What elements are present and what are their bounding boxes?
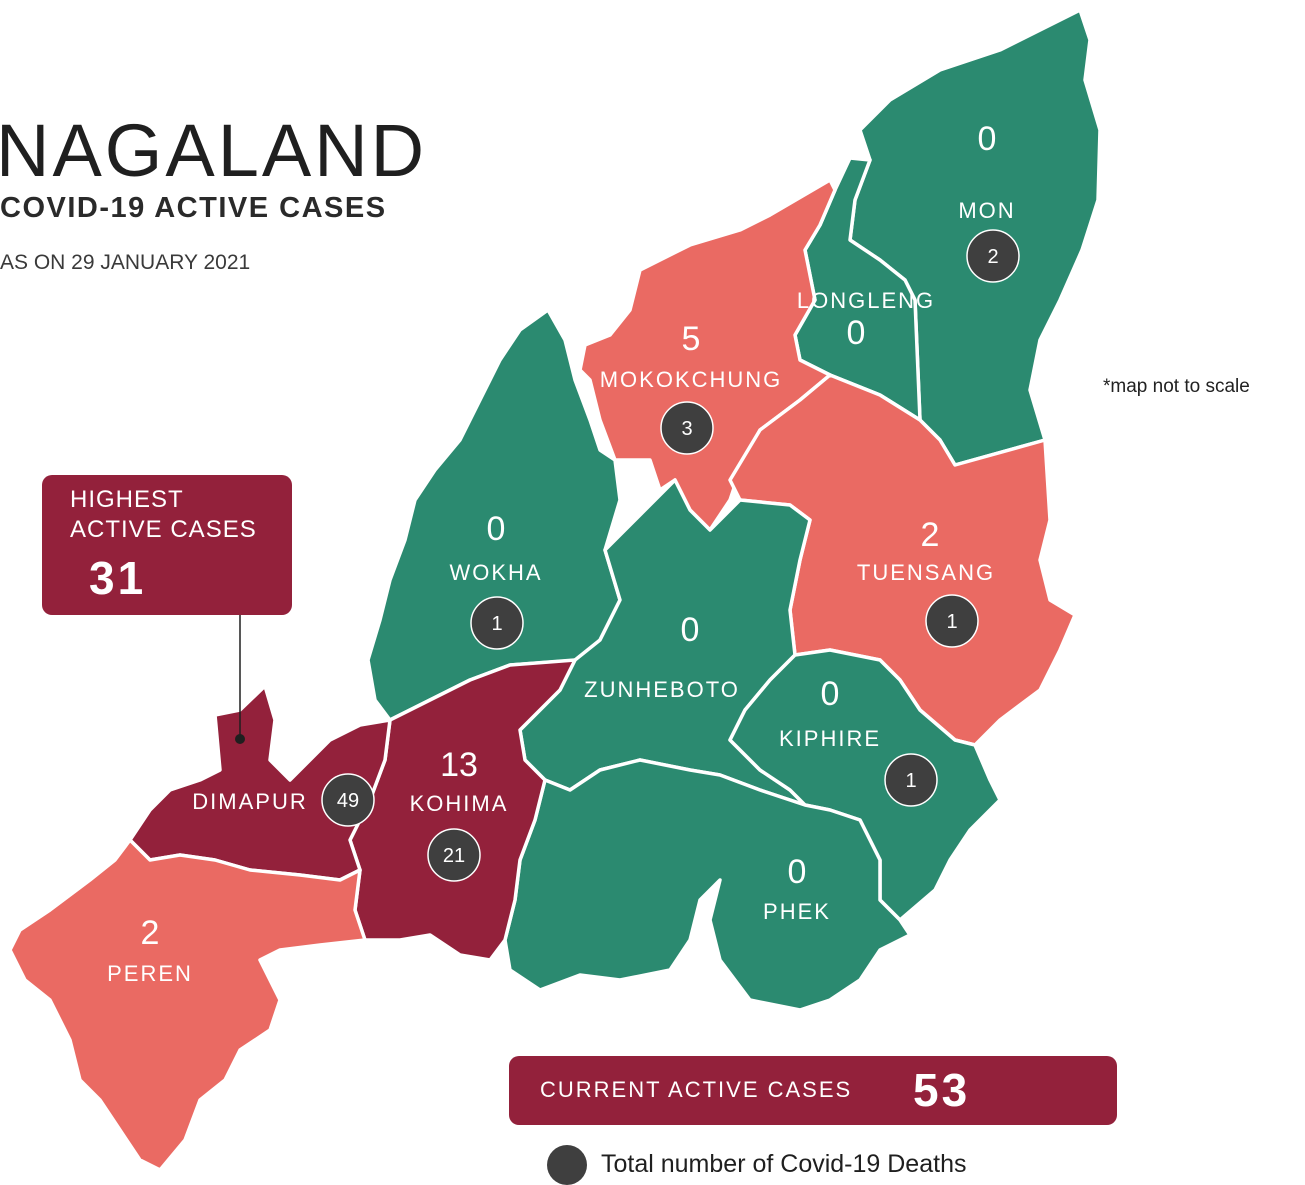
peren-active-count: 2 (141, 914, 160, 952)
mon-label: MON (958, 198, 1015, 223)
longleng-label: LONGLENG (797, 288, 935, 313)
legend-deaths-label: Total number of Covid-19 Deaths (601, 1150, 967, 1178)
tuensang-label: TUENSANG (857, 560, 995, 585)
district-phek (503, 758, 912, 1012)
callout-label: HIGHEST ACTIVE CASES (70, 485, 257, 545)
mokokchung-death-dot (660, 401, 714, 455)
zunheboto-label: ZUNHEBOTO (584, 677, 740, 702)
wokha-death-count: 1 (491, 613, 502, 635)
kiphire-active-count: 0 (821, 675, 840, 713)
peren-label: PEREN (107, 961, 193, 986)
tuensang-active-count: 2 (921, 516, 940, 554)
phek-label: PHEK (763, 899, 831, 924)
kohima-death-count: 21 (443, 845, 465, 867)
mon-death-count: 2 (987, 246, 998, 268)
dimapur-death-count: 49 (337, 790, 359, 812)
current-active-cases-box: CURRENT ACTIVE CASES 53 (509, 1056, 1117, 1125)
kohima-active-count: 13 (440, 746, 478, 784)
kohima-death-dot (427, 828, 481, 882)
map-subtitle: COVID-19 ACTIVE CASES (0, 192, 387, 224)
wokha-active-count: 0 (487, 510, 506, 548)
kiphire-death-dot (884, 753, 938, 807)
dimapur-label: DIMAPUR (192, 789, 307, 814)
mokokchung-label: MOKOKCHUNG (600, 367, 783, 392)
kiphire-label: KIPHIRE (779, 726, 881, 751)
phek-active-count: 0 (788, 853, 807, 891)
map-title: NAGALAND (0, 109, 428, 192)
tuensang-death-dot (925, 594, 979, 648)
wokha-death-dot (470, 596, 524, 650)
scale-note: *map not to scale (1103, 376, 1250, 397)
mokokchung-death-count: 3 (681, 418, 692, 440)
kohima-label: KOHIMA (410, 791, 509, 816)
date-label: AS ON 29 JANUARY 2021 (0, 251, 251, 274)
dimapur-death-dot (321, 773, 375, 827)
kiphire-death-count: 1 (905, 770, 916, 792)
mon-active-count: 0 (978, 120, 997, 158)
tuensang-death-count: 1 (946, 611, 957, 633)
district-peren (8, 838, 367, 1172)
legend-death-dot-icon (547, 1145, 587, 1185)
mon-death-dot (966, 229, 1020, 283)
zunheboto-active-count: 0 (681, 611, 700, 649)
wokha-label: WOKHA (449, 560, 542, 585)
callout-label-line2: ACTIVE CASES (70, 516, 257, 543)
callout-marker (235, 734, 245, 744)
district-kiphire (728, 648, 1002, 922)
highest-active-cases-callout: HIGHEST ACTIVE CASES 31 (42, 475, 292, 615)
callout-label-line1: HIGHEST (70, 486, 184, 513)
total-label: CURRENT ACTIVE CASES (540, 1077, 853, 1102)
callout-value: 31 (89, 552, 147, 604)
longleng-active-count: 0 (847, 314, 866, 352)
total-value: 53 (913, 1064, 971, 1116)
mokokchung-active-count: 5 (682, 320, 701, 358)
